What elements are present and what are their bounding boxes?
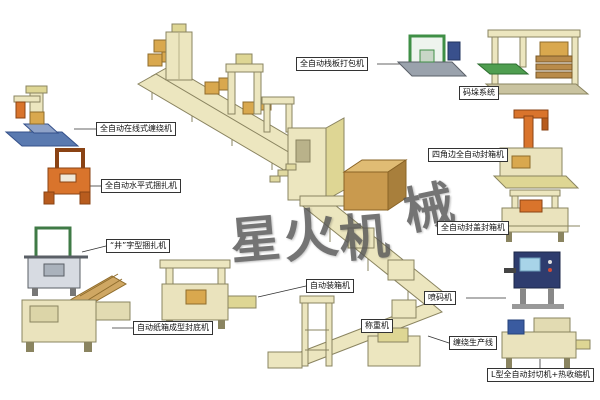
palletizer-machine (476, 29, 590, 95)
label-inline-wrapper: 全自动在线式缠绕机 (96, 122, 176, 136)
turntable-base (4, 131, 80, 147)
label-flap-folding-sealer: 全自动封盖封箱机 (437, 221, 509, 235)
line-shrink-tunnel (367, 327, 421, 367)
case-packer-machine (159, 259, 257, 329)
label-jing-type-strapper: “井”字型捆扎机 (106, 239, 171, 253)
infeed-tower-machine (165, 23, 193, 81)
label-wrapping-line: 缠绕生产线 (449, 336, 497, 350)
label-inkjet-coder: 喷码机 (424, 291, 456, 305)
central-machine-block (269, 117, 408, 211)
carton-erector-machine (21, 273, 131, 352)
film-carriage (15, 101, 26, 119)
pallet-wrapper-machine (4, 85, 80, 147)
robot-arm (523, 115, 534, 153)
control-panel (507, 319, 525, 335)
bottom-conveyor-machines (267, 299, 421, 369)
large-carton (342, 159, 408, 211)
label-case-packer: 自动装箱机 (306, 279, 354, 293)
sealing-head (519, 199, 543, 213)
elevator-frame (299, 295, 335, 367)
label-carton-erector: 自动纸箱成型封底机 (133, 321, 213, 335)
label-l-sealer-shrink: L型全自动封切机+热收缩机 (487, 368, 595, 382)
print-head (504, 268, 516, 273)
label-weigher: 称重机 (361, 319, 393, 333)
coder-screen (519, 257, 541, 272)
shrink-packaging-machine (501, 317, 591, 368)
label-palletizing-system: 码垛系统 (459, 86, 499, 100)
label-horizontal-strapper: 全自动水平式捆扎机 (101, 179, 181, 193)
weighing-machine (391, 299, 417, 319)
pallet-strapping-machine (396, 34, 468, 77)
label-pallet-strapper: 全自动栈板打包机 (296, 57, 368, 71)
infeed-conveyor (476, 63, 530, 75)
robot-case-sealer-machine (492, 109, 580, 189)
inkjet-coder-machine (504, 251, 564, 309)
conveyor-gantry-arches (225, 53, 295, 133)
horizontal-strapping-machine (43, 148, 91, 205)
label-four-corner-sealer: 四角边全自动封箱机 (428, 148, 508, 162)
strapping-machine (24, 226, 88, 296)
flap-folding-sealer-machine (494, 189, 580, 242)
descending-conveyor-machines (347, 227, 415, 281)
